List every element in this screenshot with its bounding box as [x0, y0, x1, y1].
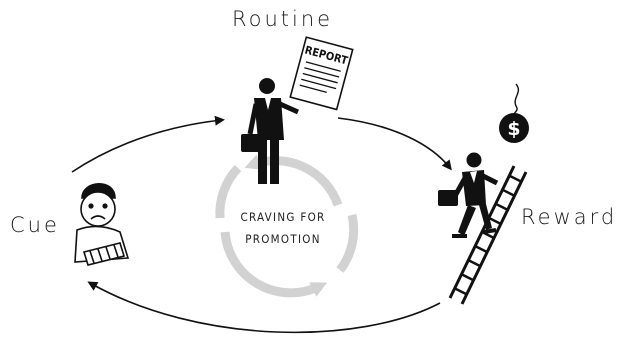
ladder-climber-icon [438, 152, 528, 305]
injured-worker-icon [74, 183, 130, 266]
craving-ring [215, 154, 359, 298]
stage-label-reward: Reward [521, 205, 617, 229]
dollar-sign: $ [507, 118, 520, 140]
stage-label-routine: Routine [232, 7, 334, 31]
stage-label-cue: Cue [10, 213, 60, 237]
businessman-with-report-icon: REPORT [241, 36, 354, 184]
craving-label-line-2: PROMOTION [245, 232, 321, 246]
arrow-reward-to-cue [87, 281, 441, 334]
dollar-coin-icon: $ [499, 83, 529, 143]
arrow-routine-to-reward [337, 117, 452, 171]
arrow-cue-to-routine [71, 115, 225, 173]
craving-label-line-1: CRAVING FOR [240, 210, 326, 224]
